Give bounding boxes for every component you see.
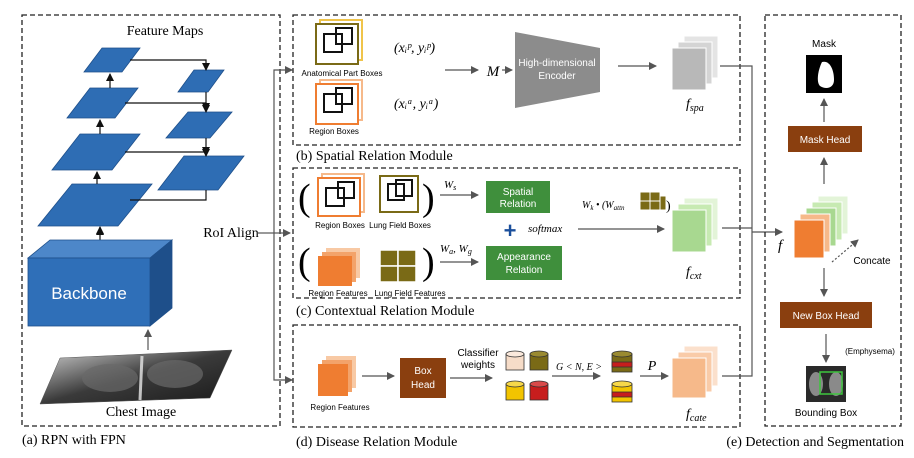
box-head-line1: Box <box>414 366 431 377</box>
panel-rpn-fpn: Feature Maps <box>21 14 281 448</box>
region-boxes-label-c: Region Boxes <box>315 221 365 230</box>
right-paren-top: ) <box>422 177 435 219</box>
fpn-out-1 <box>177 69 225 93</box>
mask-head-label: Mask Head <box>800 135 851 146</box>
region-features-icon-d <box>318 356 356 396</box>
f-symbol: f <box>778 238 784 254</box>
appearance-relation-line1: Appearance <box>497 252 551 263</box>
mask-head-block <box>788 126 862 152</box>
box-head-block <box>400 358 446 398</box>
right-paren-bottom: ) <box>422 241 435 283</box>
f-spa-feature-stack <box>671 35 719 91</box>
graph-formula: G < N, E > <box>556 362 602 373</box>
attn-close-paren: ) <box>666 199 671 214</box>
coord-p-formula: (xᵢᵖ, yᵢᵖ) <box>394 41 435 56</box>
roi-align-label: RoI Align <box>203 226 259 241</box>
fpn-level-2 <box>66 87 139 119</box>
concate-dotted-arrow <box>831 239 859 263</box>
region-box-icon-c <box>317 173 365 217</box>
lung-field-boxes-label: Lung Field Boxes <box>369 221 431 230</box>
backbone-label: Backbone <box>51 284 127 303</box>
panel-e-caption: (e) Detection and Segmentation <box>726 435 904 450</box>
classifier-weight-cylinders <box>505 350 549 401</box>
new-box-head-block <box>780 302 872 328</box>
panel-b-border <box>292 14 741 146</box>
high-dimensional-encoder <box>515 32 600 108</box>
p-symbol: P <box>647 359 657 374</box>
new-box-head-label: New Box Head <box>793 311 860 322</box>
fpn-top-down-stack <box>157 69 245 191</box>
emphysema-label: (Emphysema) <box>845 347 895 356</box>
panel-detection-segmentation: Mask Mask Head f Concate New Box Head (E… <box>726 14 904 450</box>
bounding-box-label: Bounding Box <box>795 408 857 419</box>
panel-c-border <box>292 167 741 299</box>
left-paren-bottom: ( <box>298 241 311 283</box>
classifier-weights-line2: weights <box>460 360 495 371</box>
plus-symbol: + <box>504 218 517 243</box>
feature-maps-title: Feature Maps <box>127 24 204 39</box>
f-spa-label: fspa <box>686 97 704 114</box>
softmax-label: softmax <box>528 223 562 235</box>
anatomical-part-boxes-label: Anatomical Part Boxes <box>302 69 383 78</box>
ws-label: Ws <box>444 179 456 192</box>
region-box-icon-b <box>315 79 363 125</box>
fpn-level-3 <box>51 133 141 171</box>
fpn-out-3 <box>157 155 245 191</box>
f-cxt-feature-stack <box>671 197 719 253</box>
wk-wattn-formula: Wk • (Wattn <box>582 200 625 212</box>
panel-a-border <box>21 14 281 427</box>
spatial-relation-box <box>486 181 550 213</box>
lung-field-box-icon <box>379 175 419 213</box>
wa-wg-label: Wa, Wg <box>440 243 472 256</box>
lung-field-features-label: Lung Field Features <box>374 289 445 298</box>
f-cxt-label: fcxt <box>686 265 702 282</box>
region-features-icon-c <box>318 248 360 286</box>
fpn-out-2 <box>165 111 233 139</box>
panel-a-caption: (a) RPN with FPN <box>22 433 126 448</box>
region-features-label-d: Region Features <box>310 403 369 412</box>
chest-image-label: Chest Image <box>106 405 176 420</box>
appearance-relation-line2: Relation <box>506 265 543 276</box>
region-features-label-c: Region Features <box>308 289 367 298</box>
anatomical-part-box-icon <box>315 19 363 65</box>
left-paren-top: ( <box>298 177 311 219</box>
fpn-lateral-connections <box>125 59 210 201</box>
panel-c-caption: (c) Contextual Relation Module <box>296 304 474 319</box>
attention-grid-icon <box>639 191 667 211</box>
panel-b-caption: (b) Spatial Relation Module <box>296 149 453 164</box>
mask-label: Mask <box>812 39 837 50</box>
roi-align-connectors <box>258 66 293 384</box>
mask-output-image <box>806 55 842 93</box>
graph-cylinders <box>611 350 633 403</box>
encoder-label-line2: Encoder <box>538 71 576 82</box>
fpn-bottom-up-stack <box>37 47 153 227</box>
panel-contextual-relation: ( Region Boxes Lung Field Boxes ) Ws Spa… <box>292 167 741 319</box>
m-symbol: M <box>486 64 501 80</box>
spatial-relation-line2: Relation <box>500 199 537 210</box>
fpn-level-4 <box>37 183 153 227</box>
panel-spatial-relation: Anatomical Part Boxes Region Boxes (xᵢᵖ,… <box>292 14 741 164</box>
coord-a-formula: (xᵢᵃ, yᵢᵃ) <box>394 97 439 112</box>
concate-label: Concate <box>853 256 891 267</box>
region-boxes-label-b: Region Boxes <box>309 127 359 136</box>
backbone-block: Backbone <box>26 239 174 327</box>
box-head-line2: Head <box>411 380 435 391</box>
lung-field-features-icon <box>379 249 417 283</box>
panel-disease-relation: Region Features Box Head Classifier weig… <box>292 324 741 450</box>
bounding-box-output-image <box>806 366 846 402</box>
classifier-weights-line1: Classifier <box>457 348 499 359</box>
chest-xray-image <box>39 349 233 405</box>
merge-connectors <box>720 65 783 377</box>
panel-e-border <box>764 14 902 427</box>
appearance-relation-box <box>486 246 562 280</box>
spatial-relation-line1: Spatial <box>503 187 534 198</box>
f-cate-feature-stack <box>671 345 719 399</box>
panel-d-caption: (d) Disease Relation Module <box>296 435 457 450</box>
fpn-level-1 <box>83 47 141 73</box>
concat-feature-stack <box>793 195 849 259</box>
f-cate-label: fcate <box>686 407 707 424</box>
encoder-label-line1: High-dimensional <box>518 58 595 69</box>
